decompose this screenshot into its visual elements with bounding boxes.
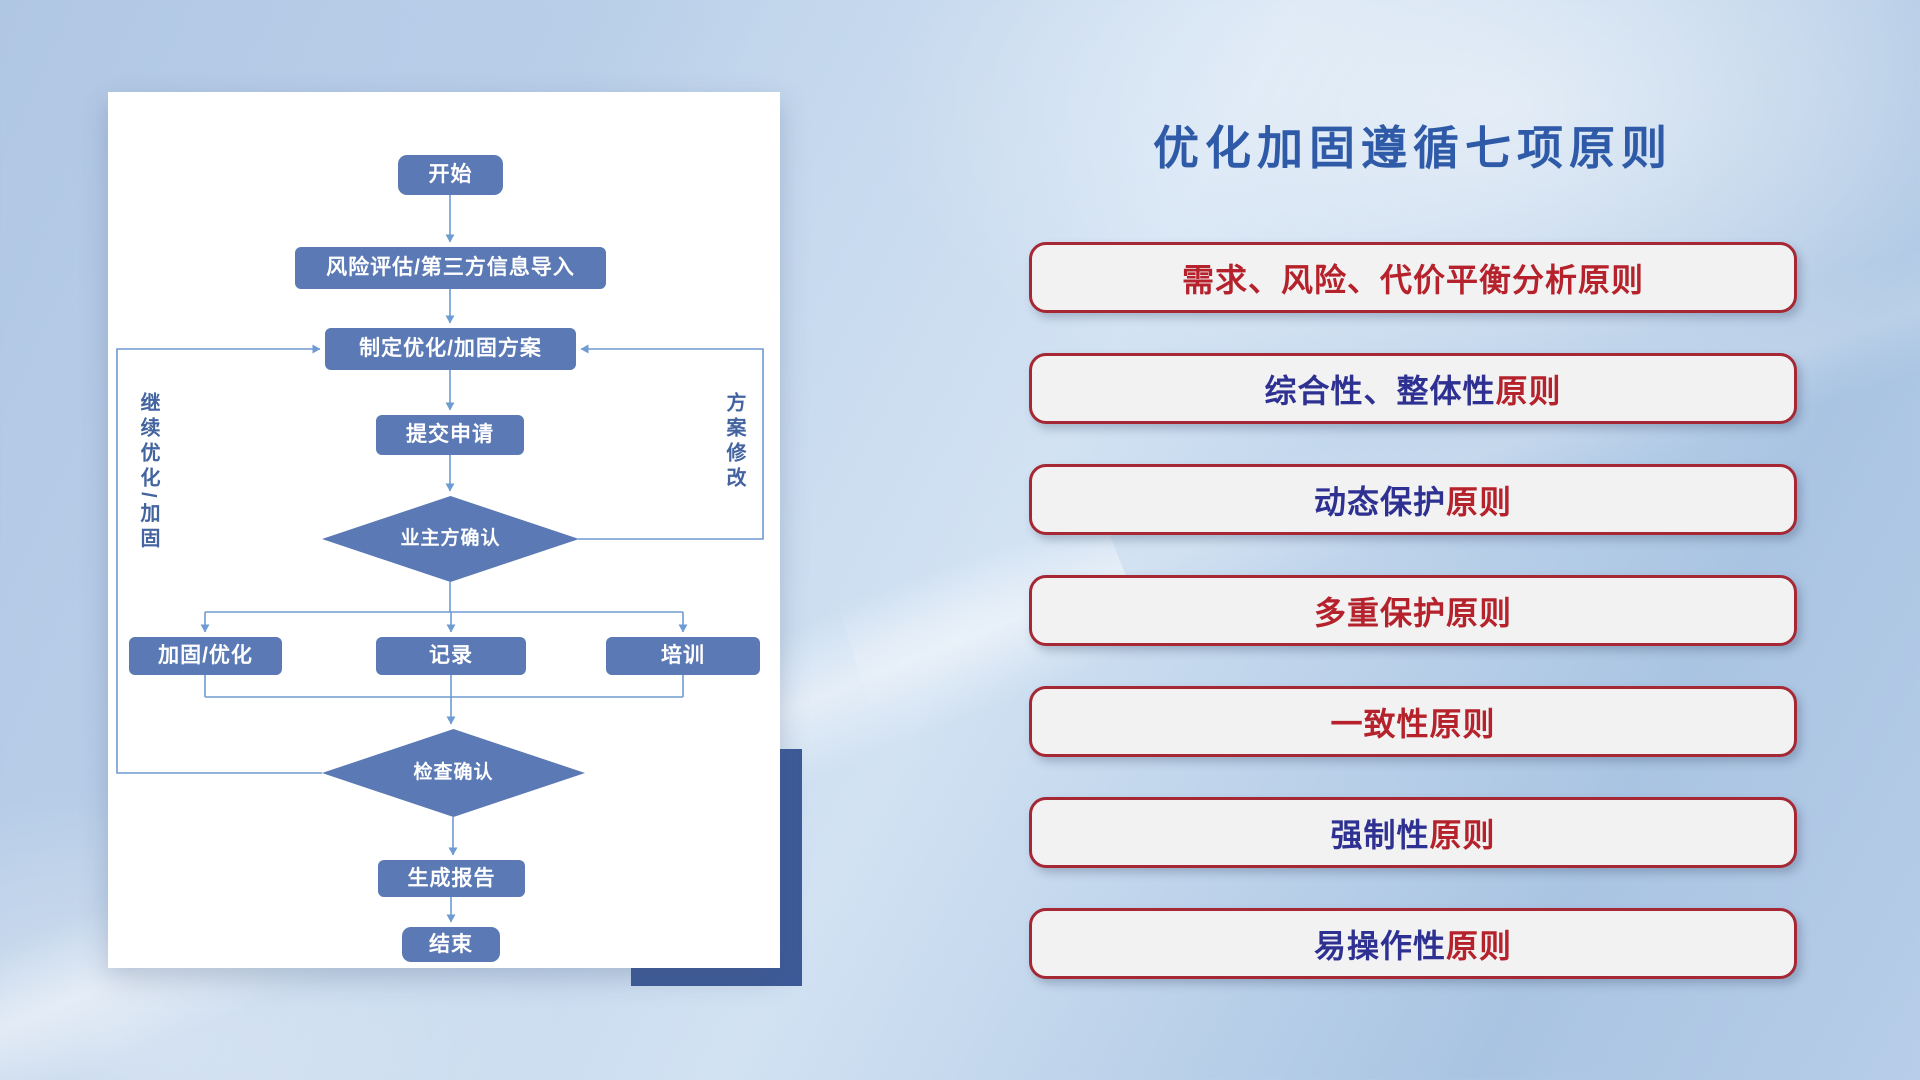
principle-text-red: 原则 [1495,372,1562,409]
flowchart-card: 开始 风险评估/第三方信息导入 制定优化/加固方案 提交申请 业主方确认 加固/… [108,92,780,968]
principle-item: 多重保护原则 [1029,575,1797,646]
flow-node-report: 生成报告 [378,860,525,897]
principle-text-red: 原则 [1446,483,1513,520]
principle-text-red: 原则 [1446,927,1513,964]
flow-node-submit: 提交申请 [376,415,524,455]
principle-item: 动态保护原则 [1029,464,1797,535]
flow-node-training: 培训 [606,637,760,675]
principle-text-blue: 强制性 [1330,816,1430,853]
principle-item: 易操作性原则 [1029,908,1797,979]
flow-node-reinforce: 加固/优化 [129,637,282,675]
page-title: 优化加固遵循七项原则 [1153,122,1673,174]
flow-node-start: 开始 [398,155,503,195]
principles-list: 需求、风险、代价平衡分析原则 综合性、整体性原则 动态保护原则 多重保护原则 一… [1029,242,1797,979]
principle-item: 强制性原则 [1029,797,1797,868]
flow-node-record: 记录 [376,637,526,675]
principle-text-blue: 动态保护 [1313,483,1446,520]
principle-text-blue: 易操作性 [1313,927,1446,964]
flow-node-risk-import: 风险评估/第三方信息导入 [295,247,606,289]
flow-node-end: 结束 [402,927,500,962]
principle-item: 一致性原则 [1029,686,1797,757]
flow-side-label-plan-revise: 方案修改 [723,392,745,492]
principle-item: 综合性、整体性原则 [1029,353,1797,424]
principle-item: 需求、风险、代价平衡分析原则 [1029,242,1797,313]
principle-text-red: 一致性原则 [1330,705,1496,742]
principle-text-red: 多重保护原则 [1313,594,1512,631]
flow-side-label-continue-optimize: 继续优化/加固 [137,392,159,553]
flow-node-make-plan: 制定优化/加固方案 [325,328,576,370]
principle-text-blue: 综合性、整体性 [1264,372,1496,409]
principle-text-red: 原则 [1429,816,1496,853]
principle-text-red: 需求、风险、代价平衡分析原则 [1181,261,1644,298]
